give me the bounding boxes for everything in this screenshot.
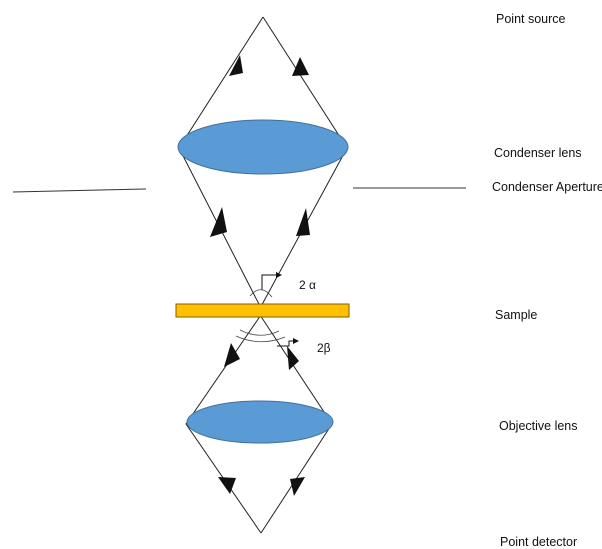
condenser-lens-label: Condenser lens xyxy=(494,146,582,160)
condenser-aperture-label: Condenser Aperture xyxy=(492,180,602,194)
beta-angle-label: 2β xyxy=(317,341,331,355)
point-source-label: Point source xyxy=(496,12,566,26)
arrowhead-condenser-right xyxy=(296,208,310,236)
objective-lens xyxy=(186,400,334,444)
arrowhead-condenser-left xyxy=(210,207,227,237)
alpha-indicator-arrowhead xyxy=(276,272,282,278)
arrowhead-detector-left xyxy=(218,477,236,494)
beta-angle-arc-2 xyxy=(235,335,286,343)
sample-label: Sample xyxy=(495,308,537,322)
alpha-indicator-arrow xyxy=(261,274,278,290)
beta-indicator-arrowhead xyxy=(293,338,299,344)
alpha-angle-label: 2 α xyxy=(299,278,316,292)
condenser-aperture-left xyxy=(12,188,147,193)
beta-indicator-arrow xyxy=(277,340,295,347)
ray-left xyxy=(178,16,264,534)
sample-slab xyxy=(175,303,350,318)
arrowhead-sample-right xyxy=(287,346,299,370)
arrowhead-sample-left xyxy=(224,343,240,367)
arrowhead-source-right xyxy=(292,57,309,76)
point-detector-label: Point detector xyxy=(500,535,577,549)
condenser-lens xyxy=(177,119,349,175)
objective-lens-label: Objective lens xyxy=(499,419,578,433)
arrowhead-detector-right xyxy=(290,477,305,496)
arrowhead-source-left xyxy=(229,55,243,76)
beta-angle-arc-1 xyxy=(239,329,280,336)
alpha-angle-arc xyxy=(249,289,273,298)
